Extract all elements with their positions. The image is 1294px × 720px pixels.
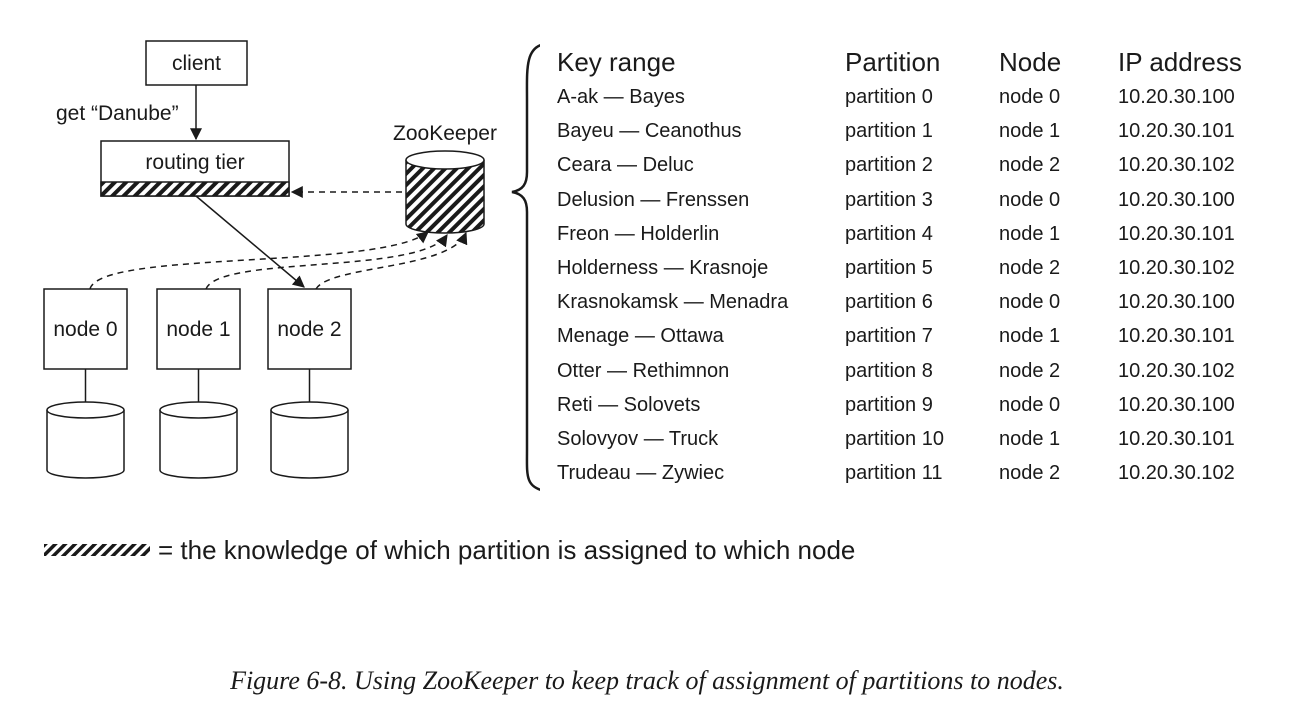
cell-node: node 0 xyxy=(999,393,1061,416)
cell-ip-address: 10.20.30.102 xyxy=(1118,154,1235,177)
request-label: get “Danube” xyxy=(56,102,179,125)
node2-to-zookeeper-arrow xyxy=(315,231,468,290)
cell-node: node 1 xyxy=(999,222,1061,245)
header-partition: Partition xyxy=(845,47,941,77)
cell-partition: partition 3 xyxy=(845,188,933,211)
cell-key-range: Krasnokamsk — Menadra xyxy=(557,291,789,314)
cell-key-range: Ceara — Deluc xyxy=(557,154,694,177)
cell-ip-address: 10.20.30.101 xyxy=(1118,222,1235,245)
cell-node: node 2 xyxy=(999,359,1061,382)
header-ip-address: IP address xyxy=(1118,47,1242,77)
cell-ip-address: 10.20.30.102 xyxy=(1118,462,1235,485)
cell-partition: partition 4 xyxy=(845,222,933,245)
client-box: client xyxy=(145,40,248,86)
curly-brace-icon xyxy=(511,44,540,491)
routing-tier-label: routing tier xyxy=(145,151,244,174)
cell-ip-address: 10.20.30.100 xyxy=(1118,188,1235,211)
legend: = the knowledge of which partition is as… xyxy=(44,532,855,568)
header-key-range: Key range xyxy=(557,47,676,77)
cell-node: node 0 xyxy=(999,86,1061,108)
cell-key-range: Trudeau — Zywiec xyxy=(557,462,725,485)
database-icon xyxy=(159,401,238,479)
cell-partition: partition 0 xyxy=(845,86,933,108)
cell-ip-address: 10.20.30.101 xyxy=(1118,325,1235,348)
cell-ip-address: 10.20.30.100 xyxy=(1118,393,1235,416)
database-icon xyxy=(46,401,125,479)
cell-node: node 1 xyxy=(999,325,1061,348)
cell-node: node 0 xyxy=(999,291,1061,314)
cell-partition: partition 5 xyxy=(845,256,933,279)
cell-key-range: Solovyov — Truck xyxy=(557,427,719,450)
node-label: node 1 xyxy=(166,318,230,341)
cell-key-range: Delusion — Frenssen xyxy=(557,188,750,211)
cell-ip-address: 10.20.30.101 xyxy=(1118,120,1235,143)
cell-node: node 2 xyxy=(999,462,1061,485)
cell-node: node 0 xyxy=(999,188,1061,211)
figure-caption: Figure 6-8. Using ZooKeeper to keep trac… xyxy=(230,666,1064,695)
cell-key-range: Freon — Holderlin xyxy=(557,222,720,245)
node0-to-zookeeper-arrow xyxy=(89,231,429,290)
cell-node: node 2 xyxy=(999,256,1061,279)
node-label: node 2 xyxy=(277,318,341,341)
cell-ip-address: 10.20.30.102 xyxy=(1118,359,1235,382)
legend-text: = the knowledge of which partition is as… xyxy=(158,535,856,565)
cell-partition: partition 9 xyxy=(845,393,933,416)
cell-key-range: Otter — Rethimnon xyxy=(557,359,730,382)
node-2: node 2 xyxy=(267,288,352,479)
cell-node: node 1 xyxy=(999,427,1061,450)
cell-ip-address: 10.20.30.102 xyxy=(1118,256,1235,279)
cell-key-range: Bayeu — Ceanothus xyxy=(557,120,742,143)
cell-ip-address: 10.20.30.100 xyxy=(1118,86,1235,108)
zookeeper-label: ZooKeeper xyxy=(393,122,497,145)
cell-key-range: Holderness — Krasnoje xyxy=(557,256,769,279)
routing-tier-hatch xyxy=(100,181,290,197)
database-icon xyxy=(270,401,349,479)
cell-node: node 2 xyxy=(999,154,1061,177)
cell-partition: partition 11 xyxy=(845,462,943,485)
header-node: Node xyxy=(999,47,1062,77)
cell-key-range: Menage — Ottawa xyxy=(557,325,724,348)
cell-ip-address: 10.20.30.100 xyxy=(1118,291,1235,314)
routing-tier-box: routing tier xyxy=(100,140,290,197)
cell-node: node 1 xyxy=(999,120,1061,143)
cell-key-range: Reti — Solovets xyxy=(557,393,701,416)
zookeeper-cylinder-icon xyxy=(405,150,485,234)
cell-partition: partition 8 xyxy=(845,359,933,382)
routing-diagram: client get “Danube” routing tier ZooKeep… xyxy=(43,40,540,491)
cell-key-range: A-ak — Bayes xyxy=(557,86,685,108)
node-1: node 1 xyxy=(156,288,241,479)
cell-partition: partition 1 xyxy=(845,120,933,143)
hatch-legend-swatch xyxy=(44,544,150,556)
client-label: client xyxy=(172,52,221,75)
cell-partition: partition 6 xyxy=(845,291,933,314)
routing-to-node2-arrow xyxy=(195,195,305,288)
cell-partition: partition 10 xyxy=(845,427,944,450)
node-label: node 0 xyxy=(53,318,117,341)
cell-ip-address: 10.20.30.101 xyxy=(1118,427,1235,450)
node-0: node 0 xyxy=(43,288,128,479)
cell-partition: partition 2 xyxy=(845,154,933,177)
cell-partition: partition 7 xyxy=(845,325,933,348)
